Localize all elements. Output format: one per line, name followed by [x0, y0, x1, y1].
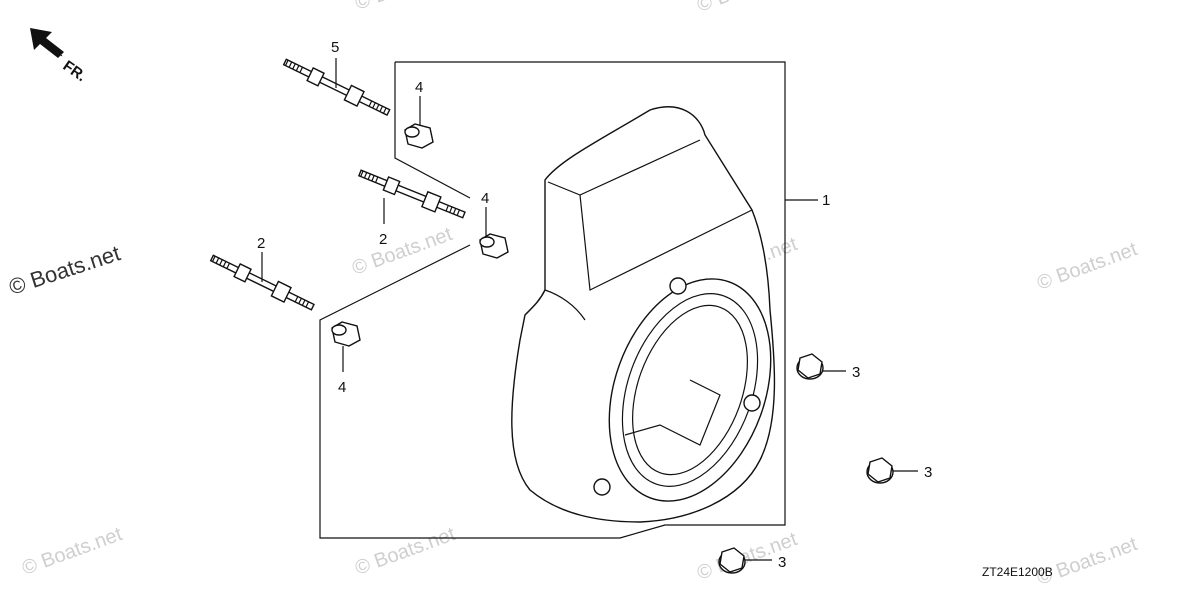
- watermark: © Boats.net: [694, 0, 800, 17]
- callout-part-2: 2: [379, 231, 387, 248]
- flange-nut: [796, 353, 824, 380]
- callout-part-4: 4: [415, 79, 423, 96]
- leader-lines: [261, 58, 918, 561]
- callout-part-1: 1: [822, 192, 830, 209]
- callout-part-5: 5: [331, 39, 339, 56]
- blower-housing: [511, 106, 776, 523]
- assembly-outline: [319, 61, 818, 539]
- watermark-dark: © Boats.net: [6, 240, 123, 299]
- callout-part-3: 3: [924, 464, 932, 481]
- watermark: © Boats.net: [1034, 533, 1140, 590]
- watermark: © Boats.net: [349, 223, 455, 280]
- collar-nut: [479, 233, 509, 259]
- direction-label: FR.: [60, 57, 90, 85]
- front-arrow-icon: FR.: [30, 28, 89, 85]
- stud-bolt: [282, 58, 391, 117]
- watermark: © Boats.net: [352, 0, 458, 15]
- stud-bolt: [357, 169, 466, 219]
- flange-nut: [866, 457, 894, 484]
- callout-part-4: 4: [481, 190, 489, 207]
- callout-part-4: 4: [338, 379, 346, 396]
- diagram-code: ZT24E1200B: [982, 565, 1053, 579]
- callout-part-3: 3: [778, 554, 786, 571]
- callout-part-3: 3: [852, 364, 860, 381]
- collar-nut: [404, 123, 434, 149]
- watermark: © Boats.net: [19, 523, 125, 580]
- collar-nut: [331, 321, 361, 347]
- watermark: © Boats.net: [1034, 238, 1140, 295]
- flange-nut: [718, 547, 746, 574]
- callout-part-2: 2: [257, 235, 265, 252]
- stud-bolt: [209, 254, 315, 311]
- watermark: © Boats.net: [352, 523, 458, 580]
